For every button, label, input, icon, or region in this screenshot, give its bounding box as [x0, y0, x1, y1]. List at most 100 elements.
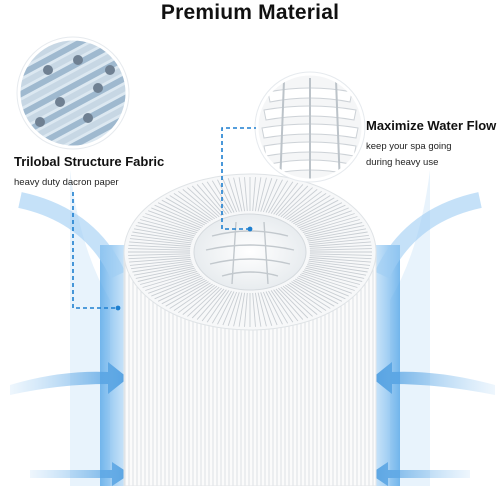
ring-pleat	[222, 291, 238, 326]
ring-pleat	[169, 282, 211, 309]
ring-pleat	[129, 258, 192, 266]
ring-pleat	[128, 244, 191, 249]
ring-pleat	[291, 281, 335, 307]
ring-pleat	[270, 181, 294, 214]
feature-fabric: Trilobal Structure Fabric heavy duty dac…	[14, 154, 164, 191]
ring-pleat	[262, 178, 278, 213]
ring-pleat	[129, 238, 192, 246]
ring-pleat	[308, 234, 369, 244]
ring-pleat	[260, 178, 273, 212]
ring-pleat	[211, 180, 232, 214]
ring-pleat	[191, 287, 222, 319]
ring-pleat	[293, 279, 339, 305]
feature-flow-heading: Maximize Water Flow	[366, 118, 497, 133]
ring-pleat	[129, 241, 191, 247]
ring-pleat	[299, 210, 352, 230]
callout-line-flow	[221, 127, 256, 230]
ring-pleat	[305, 222, 363, 237]
feature-flow: Maximize Water Flow keep your spa going …	[366, 118, 496, 171]
ring-pleat	[206, 181, 230, 214]
callout-line-fabric	[72, 192, 118, 309]
ring-pleat	[257, 177, 267, 212]
feature-flow-description-line2: during heavy use	[366, 157, 439, 168]
ring-pleat	[145, 213, 199, 232]
ring-pleat	[137, 267, 195, 282]
ring-pleat	[307, 262, 368, 273]
ring-pleat	[217, 291, 235, 325]
fiber-bead	[73, 55, 83, 65]
ring-pleat	[206, 290, 230, 323]
ring-pleat	[305, 267, 363, 282]
callout-lines	[72, 127, 256, 309]
feature-flow-description-line1: keep your spa going	[366, 141, 452, 152]
ring-pleat	[303, 219, 361, 235]
ring-pleat	[303, 269, 361, 285]
ring-pleat	[196, 288, 225, 320]
fiber-strand	[19, 57, 127, 133]
callout-dot-flow	[247, 226, 253, 232]
ring-pleat	[289, 195, 331, 222]
ring-pleat	[309, 255, 372, 260]
ring-pleat	[139, 219, 197, 235]
ring-pleat	[309, 257, 371, 263]
ring-pleat	[173, 283, 213, 311]
ring-pleat	[295, 202, 343, 226]
ring-pleat	[308, 260, 369, 270]
ring-pleat	[282, 189, 318, 219]
ring-pleat	[131, 234, 192, 244]
ring-pleat	[270, 290, 294, 323]
ring-pleat	[182, 189, 218, 219]
ring-pleat	[238, 292, 246, 327]
ring-pleat	[295, 278, 343, 302]
ring-pleat	[178, 284, 215, 314]
ring-pleat	[309, 248, 372, 251]
ring-pleat	[302, 270, 358, 288]
ring-pleat	[307, 228, 367, 240]
fiber-bead	[105, 65, 115, 75]
ring-pleat	[148, 274, 201, 294]
fiber-strand	[19, 39, 127, 83]
ring-pleat	[191, 185, 222, 217]
ring-pleat	[265, 179, 283, 213]
ring-pleat	[151, 207, 202, 229]
ring-pleat	[137, 222, 195, 237]
ring-pleat	[307, 264, 367, 276]
ring-pleat	[278, 185, 309, 217]
ring-pleat	[227, 178, 240, 212]
ring-pleat	[275, 288, 304, 320]
ring-pleat	[260, 292, 273, 326]
fiber-strand	[19, 87, 127, 147]
ring-pleat	[298, 207, 349, 229]
ring-pleat	[157, 278, 205, 302]
ring-pleat	[302, 216, 358, 234]
ring-pleat	[151, 275, 202, 297]
core-grid	[205, 221, 295, 285]
ring-pleat	[133, 264, 193, 276]
ring-pleat	[182, 285, 218, 315]
ring-pleat	[161, 279, 207, 305]
fiber-bead	[43, 65, 53, 75]
ring-pleat	[301, 213, 355, 232]
ring-pleat	[142, 216, 198, 234]
ring-pleat	[252, 292, 256, 327]
ring-pleat	[254, 177, 262, 212]
ring-pleat	[178, 190, 215, 220]
ring-pleat	[233, 177, 243, 212]
ring-pleat	[201, 289, 227, 322]
ring-pleat	[298, 275, 349, 297]
ring-pleat	[139, 269, 197, 285]
ring-pleat	[244, 177, 248, 212]
ring-pleat	[299, 274, 352, 294]
ring-pleat	[265, 291, 283, 325]
ring-pleat	[282, 285, 318, 315]
ring-pleat	[154, 204, 204, 227]
page-title: Premium Material	[160, 1, 340, 24]
ring-pleat	[233, 292, 243, 327]
ring-pleat	[128, 253, 191, 256]
ring-pleat	[273, 182, 299, 215]
ring-pleat	[135, 225, 194, 239]
flow-core-closeup-icon	[254, 71, 366, 183]
ring-pleat	[280, 286, 313, 317]
